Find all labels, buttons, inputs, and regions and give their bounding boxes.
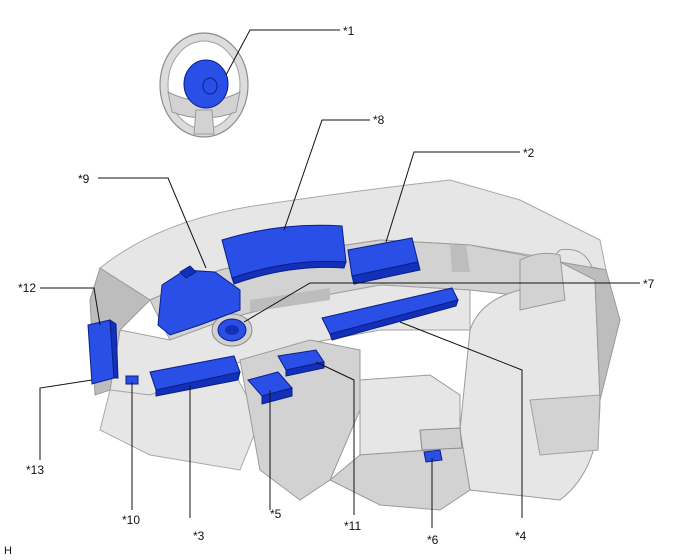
callout-6: *6: [427, 533, 439, 547]
callout-10: *10: [122, 513, 140, 527]
callout-2: *2: [523, 146, 535, 160]
callout-12: *12: [18, 281, 36, 295]
callout-9: *9: [78, 172, 90, 186]
callout-1: *1: [343, 24, 355, 38]
component-6: [423, 449, 443, 463]
callout-4: *4: [515, 529, 527, 543]
components: [87, 224, 459, 463]
callout-7: *7: [643, 277, 655, 291]
callout-11: *11: [344, 519, 361, 533]
callout-8: *8: [373, 113, 385, 127]
vehicle-interior-illustration: [89, 179, 621, 511]
callout-labels: *1 *2 *3 *4 *5 *6 *7 *8 *9 *10 *11 *12 *…: [4, 24, 655, 557]
component-12: [87, 319, 115, 385]
steering-wheel-illustration: [159, 32, 249, 138]
callout-13: *13: [26, 463, 44, 477]
corner-label: H: [4, 545, 12, 557]
leader-lines: [39, 29, 640, 528]
callout-3: *3: [193, 529, 205, 543]
callout-5: *5: [270, 507, 282, 521]
